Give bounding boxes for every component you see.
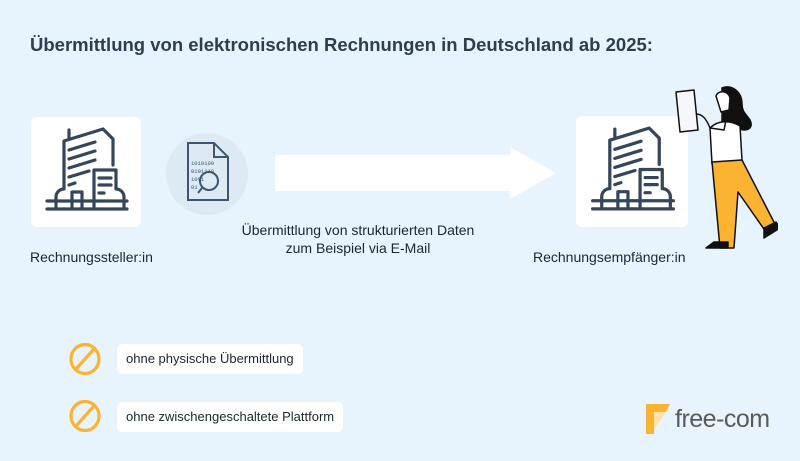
prohibited-icon bbox=[69, 399, 101, 433]
transfer-arrow bbox=[275, 147, 556, 199]
bullet-label: ohne physische Übermittlung bbox=[117, 344, 303, 374]
transfer-line-2: zum Beispiel via E-Mail bbox=[285, 240, 431, 256]
logo-mark-icon bbox=[646, 404, 670, 434]
office-building-icon bbox=[45, 127, 129, 211]
bullet-label: ohne zwischengeschaltete Plattform bbox=[117, 402, 344, 432]
transfer-description: Übermittlung von strukturierten Daten zu… bbox=[218, 221, 498, 257]
free-com-logo: free-com bbox=[646, 404, 770, 434]
sender-label: Rechnungssteller:in bbox=[30, 249, 153, 265]
transfer-line-1: Übermittlung von strukturierten Daten bbox=[241, 222, 475, 238]
logo-text: free-com bbox=[675, 404, 770, 433]
woman-with-tablet-illustration bbox=[675, 86, 778, 249]
page-title: Übermittlung von elektronischen Rechnung… bbox=[30, 34, 653, 55]
sender-building-card bbox=[31, 117, 141, 227]
svg-text:01: 01 bbox=[191, 184, 198, 191]
receiver-building-card bbox=[576, 116, 688, 227]
svg-text:0101110: 0101110 bbox=[191, 168, 214, 175]
svg-text:1010100: 1010100 bbox=[191, 160, 214, 167]
prohibited-icon bbox=[69, 342, 101, 376]
receiver-label: Rechnungsempfänger:in bbox=[533, 249, 686, 265]
office-building-icon bbox=[591, 126, 675, 211]
svg-text:1001: 1001 bbox=[191, 176, 205, 183]
